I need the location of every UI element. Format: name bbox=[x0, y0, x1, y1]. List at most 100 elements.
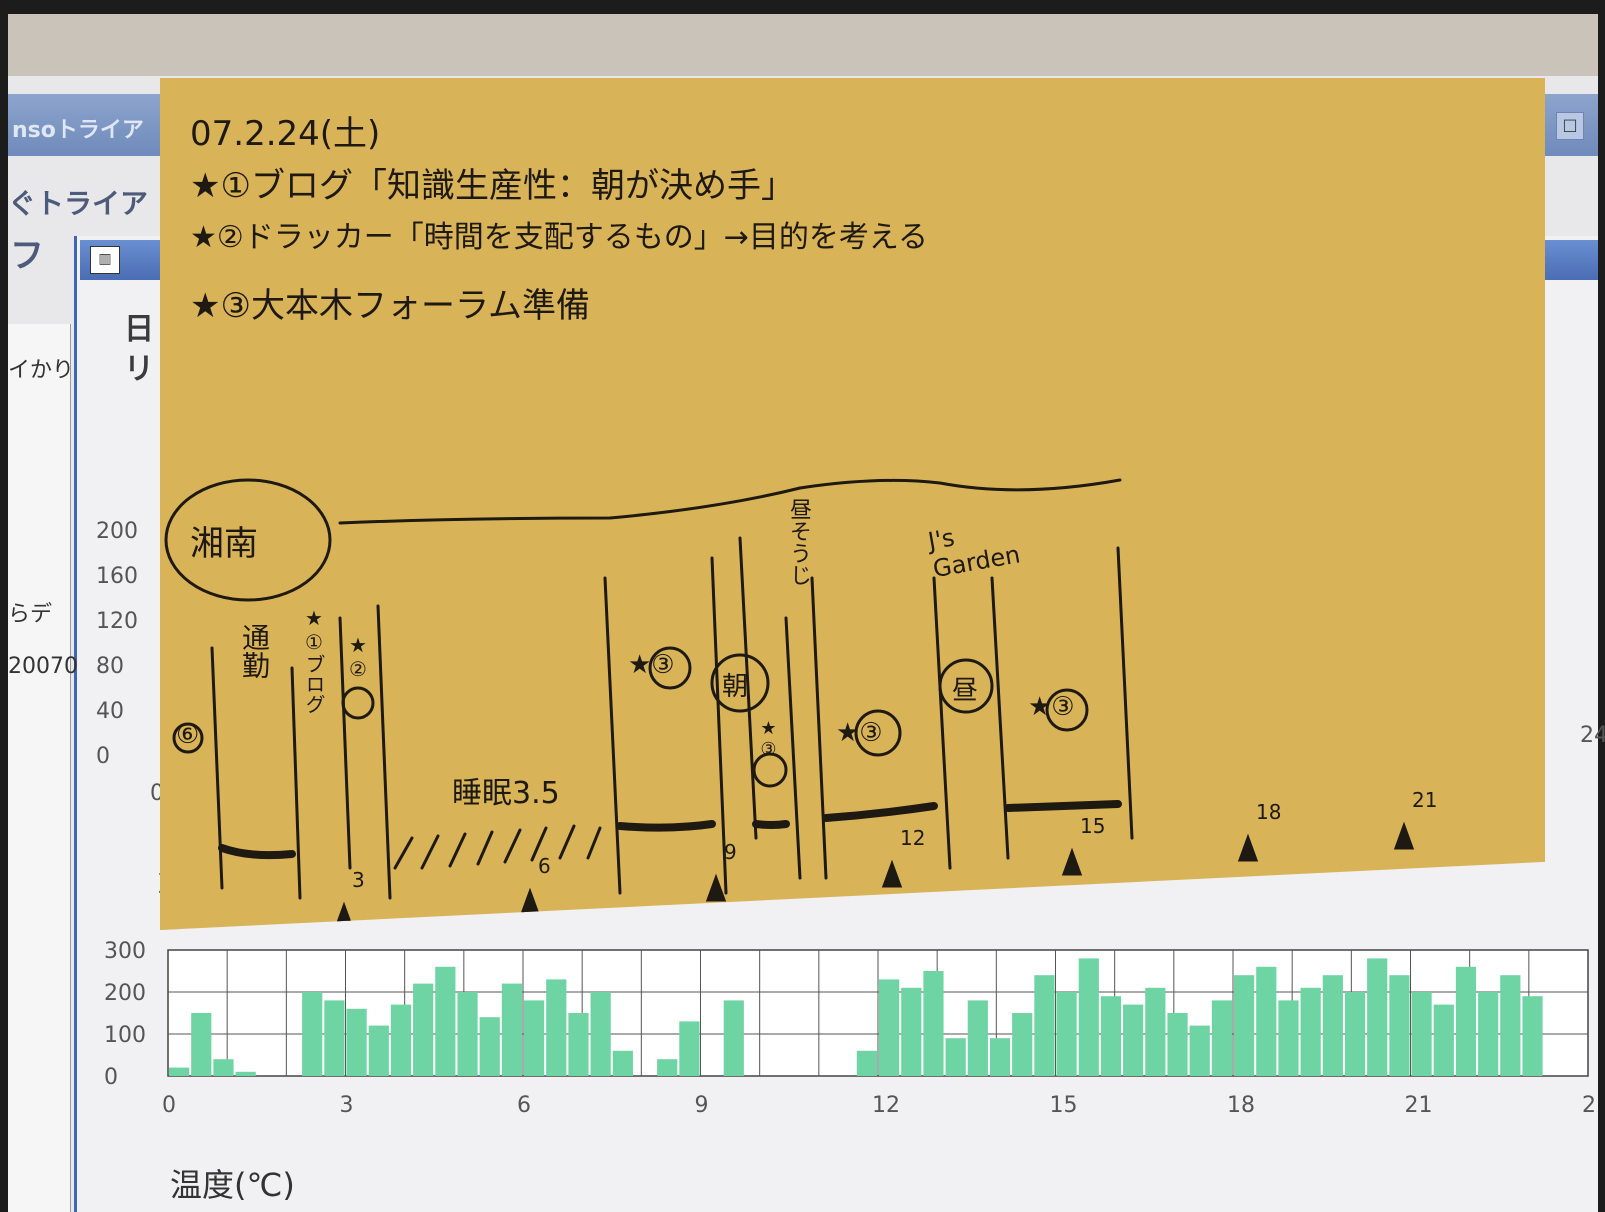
activity-bar bbox=[1034, 975, 1055, 1076]
shonan-circle bbox=[164, 478, 332, 602]
activity-bar bbox=[479, 1017, 500, 1076]
hour-mark-18: 18 bbox=[1256, 800, 1282, 824]
hour-mark-9: 9 bbox=[724, 840, 737, 864]
hour-mark-3: 3 bbox=[352, 868, 365, 892]
hour-mark-21: 21 bbox=[1412, 788, 1438, 812]
activity-bar bbox=[1322, 975, 1343, 1076]
temperature-chart-title: 温度(℃) bbox=[170, 1166, 295, 1204]
upper-y-tick: 200 bbox=[96, 519, 138, 544]
upper-y-tick: 0 bbox=[96, 744, 110, 769]
activity-x-tick: 2 bbox=[1582, 1093, 1596, 1118]
activity-bar bbox=[1411, 992, 1432, 1076]
upper-y-tick: 120 bbox=[96, 609, 138, 634]
activity-bar bbox=[1500, 975, 1521, 1076]
hour-markers bbox=[333, 821, 1415, 930]
label-star3-b: ★③ bbox=[836, 718, 883, 748]
activity-scribble bbox=[218, 844, 296, 860]
activity-bar bbox=[612, 1050, 633, 1076]
upper-y-tick: 160 bbox=[96, 564, 138, 589]
activity-x-tick: 21 bbox=[1405, 1093, 1433, 1118]
upper-y-tick: 80 bbox=[96, 654, 124, 679]
activity-bar bbox=[1234, 975, 1255, 1076]
activity-bar bbox=[1522, 996, 1543, 1076]
app-subtitle: ぐトライア bbox=[8, 187, 149, 220]
activity-y-tick: 0 bbox=[104, 1065, 118, 1090]
sticky-note: 07.2.24(土) ★①ブログ「知識生産性：朝が決め手」 ★②ドラッカー「時間… bbox=[160, 78, 1545, 930]
upper-y-tick: 40 bbox=[96, 699, 124, 724]
hour-mark-15: 15 bbox=[1080, 814, 1106, 838]
activity-bar bbox=[1433, 1004, 1454, 1076]
activity-bar bbox=[435, 966, 456, 1076]
activity-bar bbox=[413, 983, 434, 1076]
activity-bar bbox=[368, 1025, 389, 1076]
label-lunch-walk: 昼そうじ bbox=[786, 498, 811, 586]
activity-bar bbox=[546, 979, 567, 1076]
activity-bar bbox=[1012, 1013, 1033, 1076]
activity-bar bbox=[1167, 1013, 1188, 1076]
activity-bar bbox=[1478, 992, 1499, 1076]
activity-x-tick: 18 bbox=[1227, 1093, 1255, 1118]
activity-bar bbox=[346, 1008, 367, 1076]
label-circle-6: ⑥ bbox=[176, 720, 200, 750]
note-date: 07.2.24(土) bbox=[190, 114, 381, 154]
activity-bar bbox=[923, 971, 944, 1076]
activity-bar bbox=[524, 1000, 545, 1076]
page-heading-2: リ bbox=[124, 352, 154, 387]
activity-bar bbox=[945, 1038, 966, 1076]
activity-bar bbox=[1211, 1000, 1232, 1076]
activity-bar bbox=[1123, 1004, 1144, 1076]
label-star3-a: ★③ bbox=[628, 650, 675, 680]
activity-bar bbox=[501, 983, 522, 1076]
chart-tab-icon[interactable]: ▥ bbox=[90, 246, 120, 274]
label-star3-c: ★③ bbox=[1028, 692, 1075, 722]
activity-y-tick: 100 bbox=[104, 1023, 146, 1048]
label-star3-small: ★③ bbox=[758, 718, 779, 760]
activity-bar bbox=[1056, 992, 1077, 1076]
activity-x-tick: 0 bbox=[162, 1093, 176, 1118]
activity-bar bbox=[568, 1013, 589, 1076]
side-panel bbox=[8, 324, 71, 1212]
activity-bar bbox=[901, 987, 922, 1076]
activity-bar bbox=[191, 1013, 212, 1076]
label-star2: ★② bbox=[346, 633, 370, 681]
activity-bar bbox=[1344, 992, 1366, 1076]
note-task-1: ★①ブログ「知識生産性：朝が決め手」 bbox=[190, 166, 795, 206]
activity-bar bbox=[989, 1038, 1011, 1076]
activity-bar bbox=[235, 1071, 256, 1076]
label-commute: 通勤 bbox=[238, 623, 271, 679]
activity-bar bbox=[324, 1000, 345, 1076]
upper-x-end: 24 bbox=[1580, 723, 1605, 748]
activity-bar bbox=[1455, 966, 1477, 1076]
activity-bar bbox=[856, 1050, 877, 1076]
activity-bar bbox=[1256, 966, 1277, 1076]
activity-bar bbox=[1300, 987, 1321, 1076]
activity-bar bbox=[1145, 987, 1166, 1076]
activity-bar bbox=[1100, 996, 1122, 1076]
activity-bar bbox=[1189, 1025, 1210, 1076]
side-text-2[interactable]: らデ bbox=[8, 602, 53, 627]
activity-x-tick: 15 bbox=[1050, 1093, 1078, 1118]
activity-bar bbox=[1389, 975, 1410, 1076]
activity-bar bbox=[1278, 1000, 1299, 1076]
activity-bar bbox=[967, 1000, 988, 1076]
activity-y-tick: 200 bbox=[104, 981, 146, 1006]
page-heading: 日 bbox=[124, 312, 154, 347]
hour-mark-12: 12 bbox=[900, 826, 926, 850]
label-sleep: 睡眠3.5 bbox=[452, 776, 560, 811]
note-drawing bbox=[164, 478, 1415, 930]
activity-bar bbox=[457, 992, 478, 1076]
activity-bar bbox=[213, 1059, 234, 1076]
activity-x-tick: 9 bbox=[695, 1093, 709, 1118]
monitor-bezel bbox=[8, 14, 1598, 76]
activity-y-tick: 300 bbox=[104, 939, 146, 964]
activity-bar bbox=[679, 1021, 700, 1076]
window-title: nsoトライア bbox=[12, 118, 144, 143]
sleep-hatching bbox=[393, 824, 602, 870]
side-corner-text: フ bbox=[10, 236, 44, 276]
activity-bar bbox=[879, 979, 900, 1076]
maximize-button[interactable]: □ bbox=[1556, 112, 1584, 140]
activity-bar bbox=[590, 992, 611, 1076]
activity-bar bbox=[657, 1059, 678, 1076]
hour-mark-6: 6 bbox=[538, 854, 551, 878]
